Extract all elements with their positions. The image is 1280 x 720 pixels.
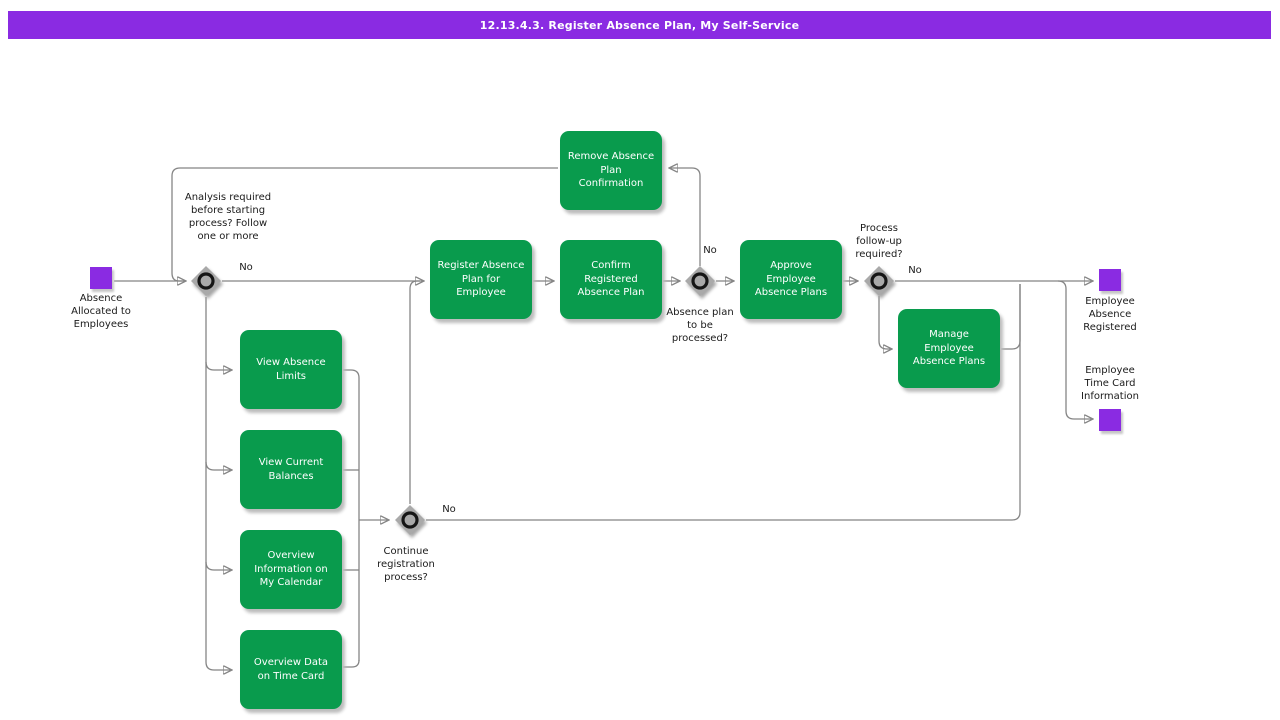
decision-follow-up-required (859, 261, 899, 301)
start-event-label: Absence Allocated to Employees (71, 293, 131, 330)
connector-continue-yes-to-register (409, 280, 420, 504)
end-event-registered-label: Employee Absence Registered (1083, 296, 1137, 333)
activity-label: Overview Information on My Calendar (254, 550, 328, 589)
decision-plan-processed-no-label: No (703, 245, 717, 256)
activity-label: Overview Data on Time Card (253, 657, 329, 682)
decision-diamond-icon (395, 505, 425, 535)
decision-continue-question: Continue registration process? (377, 546, 435, 583)
activity-view-absence-limits[interactable]: View Absence Limits (240, 330, 342, 409)
activity-label: Remove Absence Plan Confirmation (567, 151, 655, 190)
connector-limits-collector (343, 369, 360, 661)
connector-analysis-branch-calendar (205, 561, 232, 570)
connector-continue-no-to-end (426, 284, 1021, 521)
connector-manage-join (1001, 284, 1021, 350)
connector-followup-to-manage (878, 296, 892, 349)
activity-label: View Current Balances (258, 457, 324, 482)
decision-diamond-icon (685, 266, 715, 296)
decision-analysis-required (186, 261, 226, 301)
connector-analysis-branch-limits (205, 361, 232, 370)
activity-view-current-balances[interactable]: View Current Balances (240, 430, 342, 509)
activity-label: Confirm Registered Absence Plan (577, 260, 645, 299)
connector-analysis-branch-timecard (205, 297, 232, 670)
activity-label: Manage Employee Absence Plans (912, 329, 986, 368)
decision-analysis-question: Analysis required before starting proces… (184, 192, 272, 242)
decision-continue-no-label: No (442, 504, 456, 515)
connector-timecard-join (343, 659, 360, 668)
connector-processed-no-to-remove (669, 168, 701, 266)
end-event-registered-square (1099, 269, 1121, 291)
activity-overview-data-time-card[interactable]: Overview Data on Time Card (240, 630, 342, 709)
activity-manage-employee-absence-plans[interactable]: Manage Employee Absence Plans (898, 309, 1000, 388)
end-event-timecard-square (1099, 409, 1121, 431)
end-event-timecard-label: Employee Time Card Information (1081, 365, 1139, 402)
decision-diamond-icon (191, 266, 221, 296)
decision-analysis-no-label: No (239, 262, 253, 273)
connector-remove-to-analysis (171, 167, 558, 282)
decision-follow-up-no-label: No (908, 265, 922, 276)
decision-diamond-icon (864, 266, 894, 296)
activity-approve-employee-absence-plans[interactable]: Approve Employee Absence Plans (740, 240, 842, 319)
decision-plan-processed-question: Absence plan to be processed? (666, 307, 734, 344)
decision-continue-registration (390, 500, 430, 540)
activity-overview-information-my-calendar[interactable]: Overview Information on My Calendar (240, 530, 342, 609)
activity-label: Register Absence Plan for Employee (437, 260, 525, 299)
diagram-title-bar: 12.13.4.3. Register Absence Plan, My Sel… (8, 11, 1271, 39)
connector-branch-to-timecard-end (1057, 280, 1093, 419)
decision-plan-processed (680, 261, 720, 301)
decision-follow-up-question: Process follow-up required? (855, 223, 903, 260)
diagram-title: 12.13.4.3. Register Absence Plan, My Sel… (479, 18, 800, 32)
activity-confirm-registered-absence-plan[interactable]: Confirm Registered Absence Plan (560, 240, 662, 319)
activity-label: Approve Employee Absence Plans (754, 260, 828, 299)
activity-label: View Absence Limits (256, 357, 326, 382)
activity-register-absence-plan[interactable]: Register Absence Plan for Employee (430, 240, 532, 319)
start-event-square (90, 267, 112, 289)
activity-remove-absence-plan-confirmation[interactable]: Remove Absence Plan Confirmation (560, 131, 662, 210)
connector-analysis-branch-balances (205, 461, 232, 470)
